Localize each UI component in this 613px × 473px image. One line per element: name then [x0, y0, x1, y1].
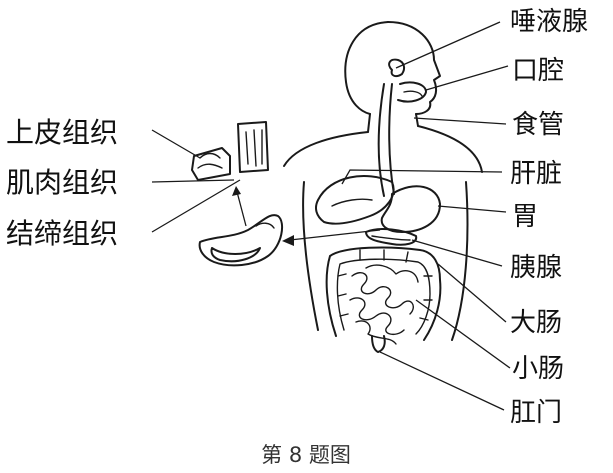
epithelial-cells: [197, 152, 223, 169]
liver-shape: [315, 175, 395, 225]
small-intestine-coil-2: [349, 297, 405, 336]
small-intestine-shape: [349, 264, 419, 345]
small-intestine-coil-3: [355, 320, 397, 345]
leader-large-intestine: [437, 263, 507, 323]
figure-caption: 第 8 题图: [261, 443, 351, 467]
epithelial-block: [191, 147, 231, 181]
rectum-shape: [371, 335, 386, 353]
label-salivary-gland: 唾液腺: [510, 7, 588, 37]
stomach-tissue-group: [191, 121, 284, 267]
tissue-arrow-head: [232, 186, 241, 196]
left-leader-lines: [151, 129, 241, 233]
extracted-stomach-fold: [255, 222, 275, 229]
label-large-intestine: 大肠: [510, 308, 562, 338]
small-intestine-coil-4: [365, 264, 419, 283]
torso-right-side: [451, 181, 469, 341]
leader-anus: [379, 351, 505, 411]
esophagus-left: [377, 83, 385, 197]
leader-pancreas: [411, 239, 503, 267]
muscle-fibers: [245, 129, 263, 167]
leader-salivary-gland: [395, 21, 501, 69]
label-small-intestine: 小肠: [512, 354, 564, 384]
leader-muscle: [151, 179, 235, 183]
muscle-block: [237, 121, 269, 173]
label-connective-tissue: 结缔组织: [6, 217, 118, 250]
leader-epithelial: [151, 129, 201, 159]
head-back-outline: [344, 21, 389, 115]
label-epithelial-tissue: 上皮组织: [6, 116, 118, 149]
colon-outer: [325, 246, 442, 341]
oral-region: [388, 58, 427, 103]
label-stomach: 胃: [512, 202, 538, 232]
large-intestine-shape: [325, 246, 442, 341]
stomach-shape: [380, 185, 441, 233]
body-outline: [283, 21, 483, 341]
leader-connective: [151, 179, 241, 233]
tongue-outline: [397, 81, 427, 103]
label-liver: 肝脏: [510, 159, 562, 189]
colon-inner: [336, 258, 431, 335]
extracted-stomach-shade: [210, 247, 261, 263]
colon-haustra: [337, 249, 433, 321]
torso-left-side: [302, 181, 319, 331]
stomach-arrow-line: [289, 229, 381, 241]
leader-oral-cavity: [425, 65, 509, 91]
label-anus: 肛门: [510, 398, 562, 428]
right-shoulder: [417, 125, 483, 173]
label-esophagus: 食管: [512, 110, 564, 140]
right-leader-lines: [341, 21, 511, 411]
liver-highlight: [331, 198, 373, 207]
label-pancreas: 胰腺: [510, 253, 562, 283]
leader-liver: [341, 169, 503, 185]
extracted-stomach: [198, 214, 284, 267]
leader-small-intestine: [415, 299, 511, 369]
label-oral-cavity: 口腔: [512, 56, 564, 86]
pancreas-inner: [371, 235, 411, 241]
mouth-inner: [403, 90, 423, 97]
small-intestine-coil-1: [351, 272, 414, 315]
pancreas-shape: [365, 228, 418, 246]
salivary-gland-shape: [388, 58, 406, 78]
neck-right: [415, 113, 419, 127]
neck-left: [367, 113, 371, 133]
leader-esophagus: [413, 117, 507, 125]
face-profile: [387, 21, 441, 115]
esophagus-right: [388, 83, 395, 195]
left-shoulder: [283, 131, 369, 167]
leader-stomach: [437, 205, 507, 213]
label-muscle-tissue: 肌肉组织: [6, 166, 118, 199]
stomach-arrow-head: [282, 235, 294, 246]
